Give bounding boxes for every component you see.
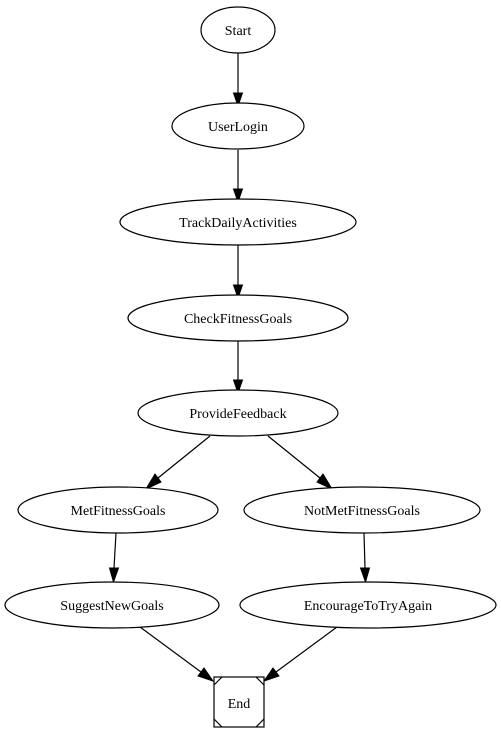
- node-encouragetotryagain: EncourageToTryAgain: [239, 581, 497, 629]
- edge-encouragetotryagain-to-end: [262, 626, 338, 682]
- node-userlogin: UserLogin: [171, 102, 305, 150]
- end-corner-br: [255, 718, 265, 728]
- node-notmetfitnessgoals: NotMetFitnessGoals: [243, 486, 481, 534]
- edge-providefeedback-to-notmetfitnessgoals: [267, 435, 334, 491]
- node-metfitnessgoals-label: MetFitnessGoals: [71, 504, 166, 519]
- node-providefeedback: ProvideFeedback: [137, 389, 339, 437]
- node-metfitnessgoals: MetFitnessGoals: [17, 486, 219, 534]
- edge-metfitnessgoals-to-suggestnewgoals: [108, 532, 120, 584]
- node-end: End: [213, 676, 265, 728]
- edge-start-to-userlogin: [232, 53, 244, 108]
- node-trackdailyactivities: TrackDailyActivities: [119, 198, 357, 246]
- node-start-label: Start: [225, 24, 252, 39]
- node-end-label: End: [228, 697, 251, 712]
- edge-userlogin-to-trackdailyactivities: [232, 150, 244, 204]
- node-userlogin-label: UserLogin: [208, 120, 268, 135]
- node-suggestnewgoals: SuggestNewGoals: [4, 581, 220, 629]
- node-providefeedback-label: ProvideFeedback: [189, 407, 286, 422]
- node-notmetfitnessgoals-label: NotMetFitnessGoals: [304, 504, 420, 519]
- end-corner-tr: [255, 676, 265, 686]
- end-corner-bl: [213, 718, 223, 728]
- edge-notmetfitnessgoals-to-encouragetotryagain: [359, 532, 371, 584]
- node-checkfitnessgoals-label: CheckFitnessGoals: [184, 312, 292, 327]
- node-checkfitnessgoals: CheckFitnessGoals: [127, 294, 349, 342]
- node-suggestnewgoals-label: SuggestNewGoals: [60, 599, 163, 614]
- edges: [108, 53, 371, 682]
- node-start: Start: [200, 6, 276, 54]
- end-corner-tl: [213, 676, 223, 686]
- edge-suggestnewgoals-to-end: [139, 626, 215, 682]
- node-encouragetotryagain-label: EncourageToTryAgain: [304, 599, 432, 614]
- node-trackdailyactivities-label: TrackDailyActivities: [179, 216, 297, 231]
- edge-providefeedback-to-metfitnessgoals: [144, 435, 211, 491]
- edge-checkfitnessgoals-to-providefeedback: [232, 341, 244, 395]
- edge-trackdailyactivities-to-checkfitnessgoals: [232, 245, 244, 300]
